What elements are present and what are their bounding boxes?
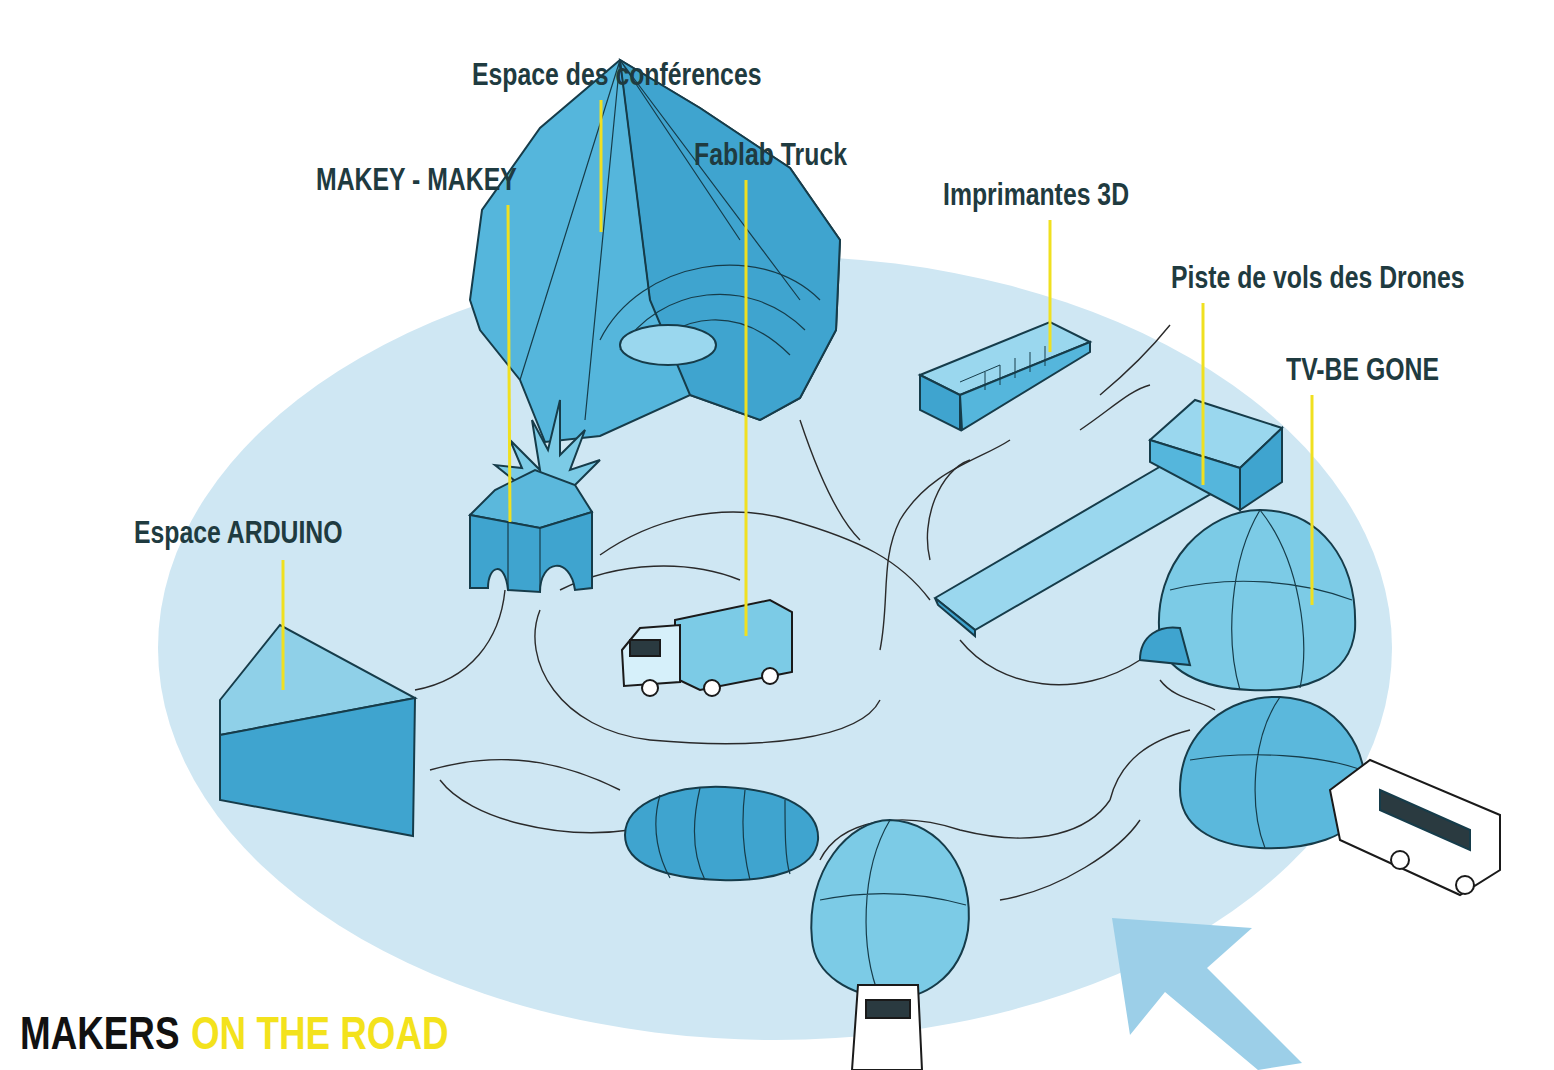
printers-building	[920, 322, 1090, 430]
bus-dome	[1180, 697, 1500, 895]
arduino-pavilion	[220, 625, 415, 836]
makey-tent	[470, 400, 600, 592]
leader-lines	[283, 100, 1312, 690]
conference-building	[470, 60, 840, 442]
fablab-truck	[622, 600, 792, 696]
area-label: Espace ARDUINO	[134, 516, 343, 550]
area-label: Espace des conférences	[472, 58, 761, 92]
area-label: MAKEY - MAKEY	[316, 163, 517, 197]
bottom-domes	[625, 787, 969, 1070]
area-label: TV-BE GONE	[1286, 353, 1439, 387]
area-label: Imprimantes 3D	[943, 178, 1129, 212]
entrance-arrow	[1112, 918, 1302, 1070]
tvbegone-dome	[1140, 510, 1355, 690]
area-label: Piste de vols des Drones	[1171, 261, 1465, 295]
brand-title: MAKERS	[20, 1008, 179, 1059]
brand-title: ON THE ROAD	[191, 1008, 449, 1059]
area-label: Fablab Truck	[694, 138, 847, 172]
